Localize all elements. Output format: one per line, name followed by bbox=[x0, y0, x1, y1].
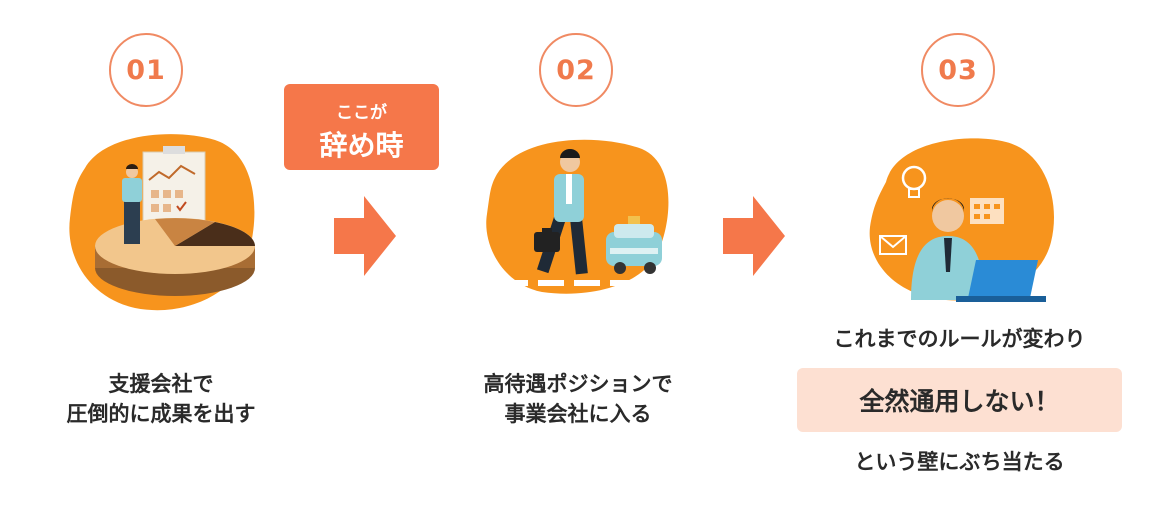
step-1-caption-line-2: 圧倒的に成果を出す bbox=[66, 402, 256, 426]
callout-big-text: 辞め時 bbox=[319, 129, 404, 162]
step-2-caption: 高待遇ポジションで 事業会社に入る bbox=[451, 369, 705, 429]
illustration-commuter-taxi bbox=[482, 134, 672, 304]
step-2-caption-line-1: 高待遇ポジションで bbox=[483, 372, 673, 396]
step-number-3: 03 bbox=[921, 33, 995, 107]
illustration-office-worker bbox=[866, 132, 1061, 304]
step-1-caption-line-1: 支援会社で bbox=[108, 372, 214, 396]
arrow-right-icon bbox=[334, 196, 396, 280]
arrow-right-icon bbox=[723, 196, 785, 280]
illustration-pie-chart-person bbox=[65, 128, 260, 318]
step-3-caption-bottom: という壁にぶち当たる bbox=[854, 450, 1065, 474]
quit-timing-callout: ここが 辞め時 bbox=[284, 84, 439, 170]
step-1-caption: 支援会社で 圧倒的に成果を出す bbox=[43, 369, 279, 429]
step-number-1: 01 bbox=[109, 33, 183, 107]
step-2-caption-line-2: 事業会社に入る bbox=[504, 402, 652, 426]
step-3-highlight-box: 全然通用しない！ bbox=[797, 368, 1122, 432]
callout-small-text: ここが bbox=[336, 103, 387, 123]
step-3-caption-top: これまでのルールが変わり bbox=[833, 327, 1086, 351]
step-number-2: 02 bbox=[539, 33, 613, 107]
